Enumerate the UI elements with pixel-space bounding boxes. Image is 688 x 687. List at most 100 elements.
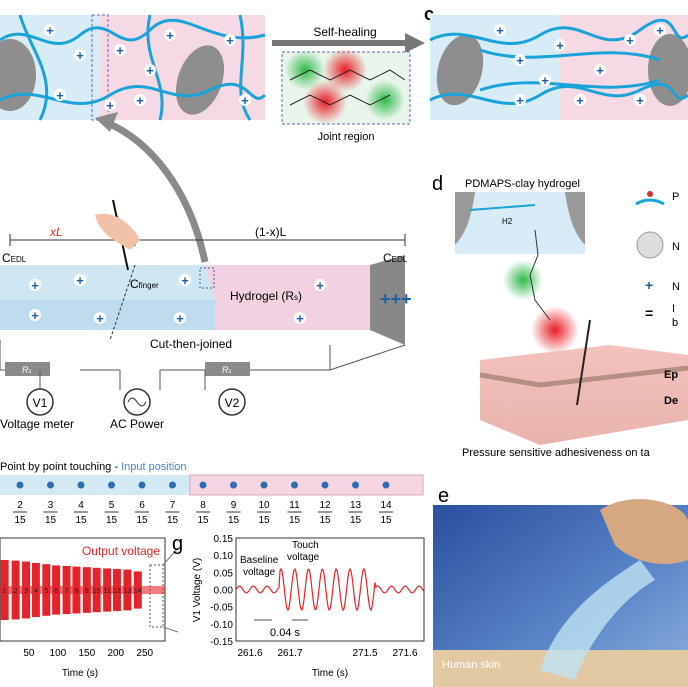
cation-icon: + [76,273,84,288]
zoom-arrow [103,118,209,263]
hydrogel-label: Hydrogel (Rs) [230,289,302,303]
fraction-numerator: 11 [289,500,300,511]
bar-label: 6 [54,588,58,595]
fraction-numerator: 8 [200,500,206,511]
cation-icon: + [516,93,524,108]
y-tick-label: 0.00 [214,586,234,597]
cation-icon: + [296,311,304,326]
baseline-band [0,586,165,594]
legend-item: b [672,317,678,329]
bar-label: 13 [123,588,131,595]
cation-icon: + [576,93,584,108]
annotation-touch: Touch [292,540,319,551]
c-finger-label: Cfinger [130,277,159,291]
cation-icon: + [316,278,324,293]
touch-point [47,481,54,489]
fraction-numerator: 12 [319,500,331,511]
x-tick-label: 200 [107,648,124,659]
y-tick-label: -0.10 [210,620,233,631]
v1-meter: V1 [33,396,48,410]
epidermis-label: Ep [664,369,678,381]
cation-icon [624,34,636,46]
x-tick-label: 50 [23,648,35,659]
fraction-denominator: 15 [197,515,209,526]
rs-right: Rs [222,365,232,375]
cation-legend-icon: + [645,277,653,293]
clay-nanosheet-icon [436,34,484,106]
circuit-schematic: xL (1-x)L +++ CEDL CEDL Rs Rs V1 V2 Volt… [0,199,412,431]
x-tick-label: 261.7 [277,648,302,659]
bar-label: 11 [103,588,110,595]
cation-icon [134,94,146,106]
bar-label: 8 [74,588,78,595]
edl-plus-icons: +++ [380,289,412,309]
panel-f-title: Point by point touching - Input position [0,461,187,473]
v1-voltage-chart: V1 Voltage (V) Time (s) 0.150.100.050.00… [192,534,425,679]
touch-point [352,481,359,489]
cation-icon [74,274,86,286]
annotation-baseline: voltage [243,567,276,578]
cation-icon [74,49,86,61]
cation-icon [239,94,251,106]
fraction-numerator: 4 [78,500,84,511]
voltage-meter-label: Voltage meter [0,417,74,431]
x-axis-label: Time (s) [312,668,348,679]
cation-icon [514,94,526,106]
top-left-hydrogel [0,14,267,121]
fraction-denominator: 15 [45,515,57,526]
ionic-bond-legend-icon: = [645,305,653,321]
panel-label-c: c [424,4,434,24]
cation-icon: + [596,63,604,78]
cation-icons: ++++++++++ [44,23,251,113]
cation-icon [174,312,186,324]
cation-icon: + [241,93,249,108]
nanosheet-legend-icon [636,231,664,259]
annotation-baseline: Baseline [240,555,279,566]
cation-icon [54,89,66,101]
touch-point [16,481,24,489]
legend-item: I [672,303,675,315]
cation-icon [654,24,666,36]
c-edl-right: CEDL [383,251,408,265]
v1-chart-annotations: Baseline voltage Touch voltage 0.04 s [240,540,320,639]
fraction-numerator: 3 [48,500,54,511]
c-edl-left: CEDL [2,251,27,265]
cation-icon [594,64,606,76]
fraction-denominator: 15 [75,515,87,526]
annotation-interval: 0.04 s [270,627,300,639]
touch-point [260,481,268,489]
xL-label: xL [49,225,63,239]
bar-label: 7 [65,588,69,595]
fraction-denominator: 15 [228,515,240,526]
y-tick-label: -0.15 [210,637,233,648]
x-tick-label: 100 [50,648,67,659]
fraction-denominator: 15 [14,515,26,526]
cation-icon: + [176,311,184,326]
cation-icon [94,312,106,324]
cation-icon: + [46,23,54,38]
cation-icon: + [226,33,234,48]
touch-point [382,481,390,489]
cation-icon: + [626,33,634,48]
fraction-numerator: 9 [231,500,237,511]
bar-label: 10 [93,588,101,595]
cation-icon [144,64,156,76]
fraction-numerator: 14 [380,500,392,511]
cation-icon [44,24,56,36]
x-axis-label: Time (s) [62,668,98,679]
cation-icon [114,44,126,56]
x-tick-label: 150 [78,648,95,659]
clay-nanosheet-icon [175,45,225,115]
fraction-numerator: 7 [170,500,176,511]
touch-point [169,481,176,489]
cut-then-joined-label: Cut-then-joined [150,337,232,351]
h2-label: H2 [502,217,513,226]
legend-item: N [672,241,680,253]
polymer-chain-icon [635,198,665,206]
cation-icon [29,279,41,291]
bar-label: 4 [34,588,38,595]
fraction-numerator: 13 [350,500,362,511]
v2-meter: V2 [225,396,240,410]
touch-point [199,481,207,489]
